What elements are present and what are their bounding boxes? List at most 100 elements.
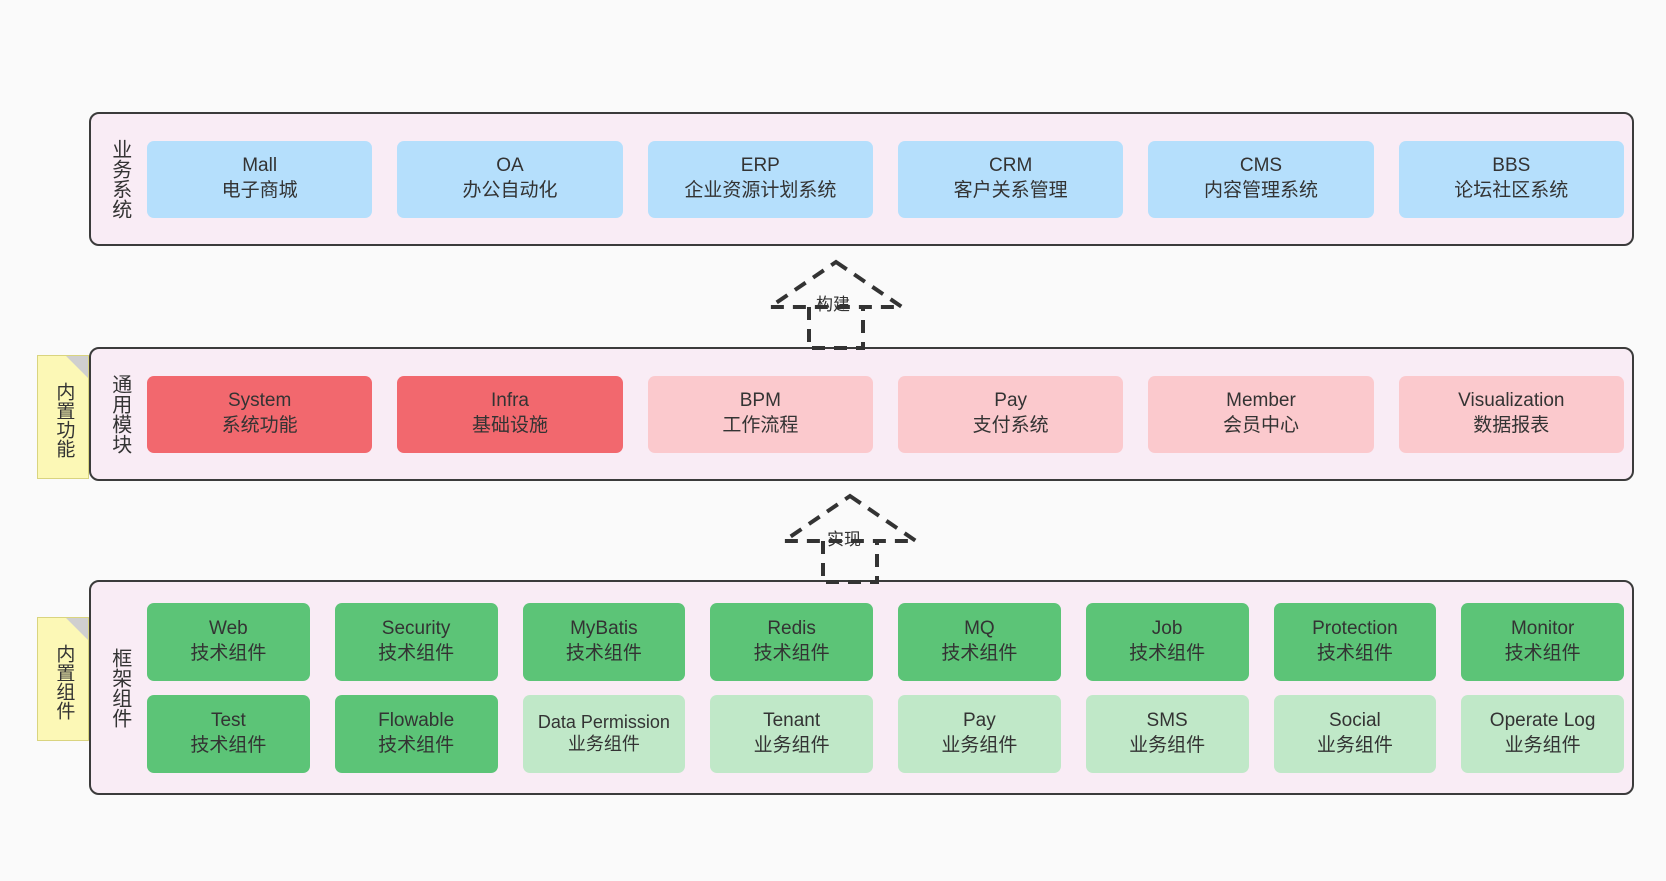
card-job[interactable]: Job 技术组件 [1085, 602, 1249, 681]
card-bbs-desc: 论坛社区系统 [1454, 180, 1569, 201]
card-operate-log[interactable]: Operate Log 业务组件 [1461, 694, 1624, 773]
card-erp[interactable]: ERP 企业资源计划系统 [647, 140, 873, 218]
card-security[interactable]: Security 技术组件 [334, 602, 498, 681]
card-pay-module-desc: 支付系统 [972, 415, 1049, 436]
card-tenant-name: Tenant [763, 709, 821, 731]
card-security-desc: 技术组件 [378, 642, 455, 664]
card-cms[interactable]: CMS 内容管理系统 [1148, 140, 1374, 218]
card-operate-log-name: Operate Log [1489, 709, 1596, 731]
card-protection[interactable]: Protection 技术组件 [1273, 602, 1437, 681]
card-protection-desc: 技术组件 [1316, 642, 1393, 664]
note-builtin-components: 内置组件 [37, 617, 89, 741]
framework-components-row-2: Test 技术组件 Flowable 技术组件 Data Permission … [147, 694, 1624, 773]
card-data-permission[interactable]: Data Permission 业务组件 [522, 694, 686, 773]
card-protection-name: Protection [1312, 617, 1398, 639]
card-infra-name: Infra [490, 390, 529, 412]
card-flowable[interactable]: Flowable 技术组件 [334, 694, 498, 773]
layer-framework-components: 框架组件 Web 技术组件 Security 技术组件 MyBatis 技术组件… [89, 580, 1634, 795]
card-member[interactable]: Member 会员中心 [1148, 375, 1374, 453]
card-redis-name: Redis [767, 617, 816, 639]
card-system[interactable]: System 系统功能 [147, 375, 373, 453]
layer-business-system-title: 业务系统 [108, 139, 131, 219]
card-test-desc: 技术组件 [190, 734, 267, 756]
card-social-desc: 业务组件 [1316, 734, 1393, 756]
arrow-implement: 实现 [775, 492, 925, 586]
card-system-desc: 系统功能 [221, 415, 298, 436]
card-mybatis-name: MyBatis [570, 617, 638, 639]
card-tenant[interactable]: Tenant 业务组件 [710, 694, 873, 773]
card-erp-name: ERP [740, 155, 780, 177]
card-bbs-name: BBS [1492, 155, 1531, 177]
card-redis-desc: 技术组件 [753, 642, 830, 664]
card-web-name: Web [209, 617, 248, 639]
card-pay-module-name: Pay [994, 390, 1028, 412]
card-pay-component-name: Pay [963, 709, 996, 731]
card-job-desc: 技术组件 [1129, 642, 1206, 664]
card-security-name: Security [381, 617, 451, 639]
business-system-card-list: Mall 电子商城 OA 办公自动化 ERP 企业资源计划系统 CRM 客户关系… [147, 114, 1632, 244]
card-sms-name: SMS [1146, 709, 1188, 731]
layer-common-modules-title: 通用模块 [108, 374, 131, 454]
card-mall-name: Mall [242, 155, 278, 177]
card-bpm[interactable]: BPM 工作流程 [647, 375, 873, 453]
card-member-name: Member [1226, 390, 1296, 412]
card-web-desc: 技术组件 [190, 642, 267, 664]
card-system-name: System [227, 390, 292, 412]
card-infra[interactable]: Infra 基础设施 [397, 375, 623, 453]
card-data-permission-desc: 业务组件 [567, 733, 640, 754]
card-mybatis[interactable]: MyBatis 技术组件 [522, 602, 686, 681]
card-crm-desc: 客户关系管理 [953, 180, 1068, 201]
card-mq[interactable]: MQ 技术组件 [898, 602, 1061, 681]
card-cms-desc: 内容管理系统 [1203, 180, 1318, 201]
card-web[interactable]: Web 技术组件 [147, 602, 310, 681]
arrow-build-label: 构建 [816, 295, 850, 314]
card-mq-desc: 技术组件 [941, 642, 1018, 664]
framework-components-card-list: Web 技术组件 Security 技术组件 MyBatis 技术组件 Redi… [147, 582, 1632, 793]
card-mq-name: MQ [964, 617, 995, 639]
common-modules-card-list: System 系统功能 Infra 基础设施 BPM 工作流程 Pay 支付系统… [147, 349, 1632, 479]
card-flowable-desc: 技术组件 [378, 734, 455, 756]
arrow-implement-label: 实现 [827, 530, 861, 549]
card-sms-desc: 业务组件 [1129, 734, 1206, 756]
card-bbs[interactable]: BBS 论坛社区系统 [1398, 140, 1624, 218]
note-builtin-features-label: 内置功能 [53, 382, 75, 458]
note-builtin-components-label: 内置组件 [53, 644, 75, 720]
card-data-permission-name: Data Permission [537, 711, 670, 732]
card-mybatis-desc: 技术组件 [565, 642, 642, 664]
arrow-build: 构建 [761, 258, 911, 352]
layer-common-modules: 通用模块 System 系统功能 Infra 基础设施 BPM 工作流程 Pay… [89, 347, 1634, 481]
card-crm[interactable]: CRM 客户关系管理 [897, 140, 1124, 218]
card-bpm-name: BPM [739, 390, 781, 412]
card-visualization-name: Visualization [1458, 390, 1565, 412]
card-redis[interactable]: Redis 技术组件 [710, 602, 873, 681]
card-oa-desc: 办公自动化 [462, 180, 558, 201]
framework-components-row-1: Web 技术组件 Security 技术组件 MyBatis 技术组件 Redi… [147, 602, 1624, 681]
common-modules-row: System 系统功能 Infra 基础设施 BPM 工作流程 Pay 支付系统… [147, 375, 1624, 453]
card-erp-desc: 企业资源计划系统 [684, 180, 837, 201]
card-sms[interactable]: SMS 业务组件 [1085, 694, 1249, 773]
card-mall[interactable]: Mall 电子商城 [147, 140, 373, 218]
card-pay-component-desc: 业务组件 [941, 734, 1018, 756]
card-social[interactable]: Social 业务组件 [1273, 694, 1437, 773]
card-oa[interactable]: OA 办公自动化 [397, 140, 623, 218]
card-flowable-name: Flowable [378, 709, 455, 731]
business-system-row: Mall 电子商城 OA 办公自动化 ERP 企业资源计划系统 CRM 客户关系… [147, 140, 1624, 218]
card-test-name: Test [210, 709, 246, 731]
card-pay-component[interactable]: Pay 业务组件 [898, 694, 1061, 773]
card-cms-name: CMS [1239, 155, 1283, 177]
card-visualization-desc: 数据报表 [1473, 415, 1550, 436]
card-social-name: Social [1329, 709, 1381, 731]
layer-business-system: 业务系统 Mall 电子商城 OA 办公自动化 ERP 企业资源计划系统 CRM… [89, 112, 1634, 246]
card-test[interactable]: Test 技术组件 [147, 694, 310, 773]
card-mall-desc: 电子商城 [221, 180, 298, 201]
layer-framework-components-title: 框架组件 [108, 647, 131, 728]
card-visualization[interactable]: Visualization 数据报表 [1398, 375, 1624, 453]
card-infra-desc: 基础设施 [471, 415, 548, 436]
card-crm-name: CRM [989, 155, 1033, 177]
card-member-desc: 会员中心 [1222, 415, 1299, 436]
card-bpm-desc: 工作流程 [722, 415, 799, 436]
note-builtin-features: 内置功能 [37, 355, 89, 479]
card-monitor[interactable]: Monitor 技术组件 [1461, 602, 1624, 681]
card-job-name: Job [1151, 617, 1183, 639]
card-pay-module[interactable]: Pay 支付系统 [897, 375, 1124, 453]
